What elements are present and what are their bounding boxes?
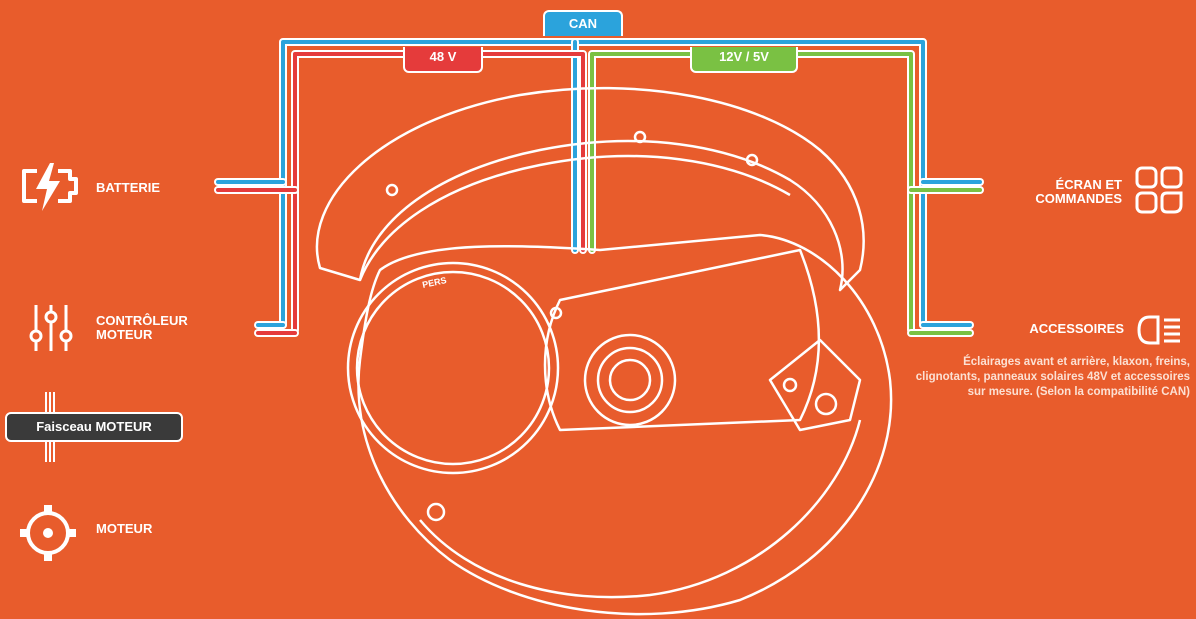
- v12-bus-badge: 12V / 5V: [690, 47, 798, 73]
- screen-controls-label: ÉCRAN ET COMMANDES: [1035, 177, 1122, 206]
- gear-motor-icon: [20, 505, 76, 561]
- battery-label: BATTERIE: [96, 180, 161, 195]
- harness-cable-icon: [45, 392, 55, 462]
- headlight-icon: [1137, 315, 1180, 345]
- harness-badge: Faisceau MOTEUR: [5, 412, 183, 442]
- accessories-label: ACCESSOIRES: [1029, 321, 1124, 336]
- battery-bolt-icon: [22, 163, 78, 211]
- device-brand: PERS: [421, 275, 447, 290]
- motor-drawing: [315, 86, 893, 616]
- can-bus-badge: CAN: [543, 10, 623, 36]
- v48-bus-badge: 48 V: [403, 47, 483, 73]
- motor-label: MOTEUR: [96, 521, 153, 536]
- buttons-grid-icon: [1135, 166, 1183, 214]
- controller-label: CONTRÔLEUR MOTEUR: [96, 313, 188, 342]
- accessories-description: Éclairages avant et arrière, klaxon, fre…: [915, 356, 1190, 398]
- v48-line: [291, 50, 587, 334]
- v12-line: [588, 50, 915, 334]
- sliders-icon: [29, 305, 73, 351]
- can-line: [279, 38, 927, 329]
